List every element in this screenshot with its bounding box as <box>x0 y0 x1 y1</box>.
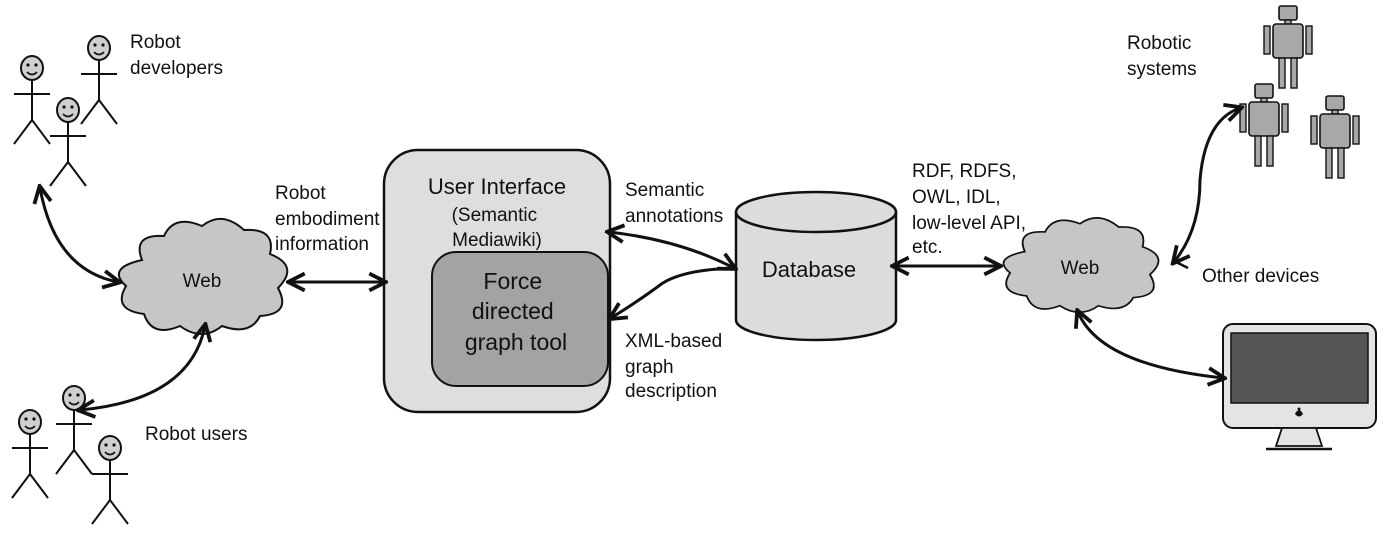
ui-box-title: User Interface <box>428 174 566 199</box>
robot-users-group: Robot users <box>11 385 247 525</box>
stick-figure-icon <box>49 97 87 187</box>
computer-monitor-icon <box>1222 323 1377 451</box>
robot-developers-group: Robot developers <box>13 32 223 187</box>
stick-figure-icon <box>55 385 93 475</box>
stick-figure-icon <box>11 409 49 499</box>
stick-figure-icon <box>91 435 129 525</box>
users-label: Robot users <box>145 424 247 445</box>
connector-web-users <box>80 326 205 410</box>
semantic-annotations-label: Semantic annotations <box>625 180 723 227</box>
formats-label: RDF, RDFS, OWL, IDL, low-level API, etc. <box>912 161 1031 258</box>
connector-web-robots <box>1174 108 1240 262</box>
connector-semantic <box>609 232 734 268</box>
robot-icon <box>1239 83 1289 167</box>
xml-description-label: XML-based graph description <box>625 331 727 402</box>
user-interface-box: User Interface (Semantic Mediawiki) Forc… <box>382 148 612 414</box>
other-devices-tick <box>1171 258 1189 270</box>
cloud-right-label: Web <box>1061 258 1100 279</box>
connector-web-monitor <box>1078 312 1223 378</box>
stick-figure-icon <box>80 35 118 125</box>
stick-figure-icon <box>13 55 51 145</box>
connector-developers-web <box>40 188 118 282</box>
robot-icon <box>1263 5 1313 89</box>
cloud-left-label: Web <box>183 271 222 292</box>
robot-icon <box>1310 95 1360 179</box>
database-label: Database <box>762 257 856 282</box>
graph-tool-label: Force directed graph tool <box>465 268 567 355</box>
connectors <box>40 108 1240 410</box>
database-top <box>734 190 898 234</box>
database-cylinder: Database <box>734 190 898 342</box>
robotic-systems-label: Robotic systems <box>1127 33 1197 80</box>
embodiment-label: Robot embodiment information <box>275 183 385 255</box>
robotic-systems-group: Robotic systems <box>1127 5 1360 179</box>
ui-box-subtitle: (Semantic Mediawiki) <box>452 205 543 251</box>
other-devices-label: Other devices <box>1202 266 1319 287</box>
connector-xml <box>611 266 735 318</box>
developers-label: Robot developers <box>130 32 223 79</box>
database-body <box>734 212 898 342</box>
web-cloud-left: Web <box>117 217 289 335</box>
web-cloud-right: Web <box>1002 216 1160 314</box>
